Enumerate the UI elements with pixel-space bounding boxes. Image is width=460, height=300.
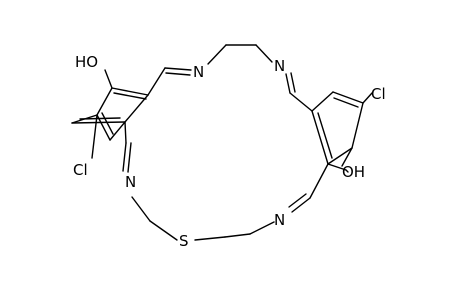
thioether-bridge-bond [249, 221, 275, 235]
imine-bottom-right-double-bond [288, 193, 307, 208]
left-cl-bond [91, 114, 98, 159]
nitrogen-label-top-right: N [274, 57, 285, 75]
right-ring-bond [311, 110, 329, 165]
hydroxyl-label-left: HO [75, 53, 98, 71]
thioether-bridge-bond [224, 233, 251, 238]
thioether-bridge-bond [131, 196, 151, 222]
sulfur-label: S [179, 232, 189, 250]
thioether-bridge-bond [194, 236, 226, 241]
right-cl-bond [362, 92, 373, 104]
right-ring-double-bond [333, 97, 359, 108]
imine-bottom-left-double-bond [127, 142, 132, 173]
hydroxyl-label-right: OH [342, 163, 365, 181]
imine-bottom-left-bond [124, 121, 127, 144]
right-oh-bond [345, 169, 349, 173]
chlorine-label-right: Cl [371, 85, 386, 103]
nitrogen-label-top-left: N [193, 63, 204, 81]
left-ring-double-bond [101, 112, 114, 135]
imine-top-left-bond [147, 67, 166, 96]
nitrogen-label-bottom-right: N [274, 211, 285, 229]
left-ring-bond [124, 94, 149, 123]
left-aromatic-ring [71, 87, 149, 141]
right-ring-bond [341, 147, 353, 167]
left-oh-bond [104, 69, 113, 89]
imine-bottom-left-double-bond [122, 142, 127, 172]
left-ring-double-bond [113, 92, 147, 100]
right-ring-bond [327, 147, 353, 165]
imine-bottom-right-double-bond [291, 197, 311, 213]
left-ring-bond [109, 121, 126, 141]
nitrogen-label-bottom-left: N [125, 173, 136, 191]
right-ring-double-bond [317, 112, 333, 159]
imine-top-right-double-bond [285, 73, 291, 94]
imine-bottom-right-bond [309, 163, 329, 199]
atom-labels: HO Cl N N Cl OH N N S [73, 53, 386, 250]
right-ring-bond [311, 91, 334, 112]
left-ring-bond [96, 114, 111, 141]
chlorine-label-left: Cl [73, 161, 88, 179]
ethylene-bridge-top-bond [255, 44, 273, 63]
left-ring-bond [96, 87, 113, 116]
right-ring-bond [351, 102, 364, 149]
left-ring-bond [71, 114, 98, 124]
left-ring-bond [111, 87, 149, 96]
imine-top-left-double-bond [164, 67, 192, 71]
imine-top-right-double-bond [290, 72, 296, 93]
thioether-bridge-bond [149, 220, 178, 241]
right-aromatic-ring [311, 91, 364, 171]
left-ring-bond [71, 121, 126, 124]
right-ring-bond [327, 163, 347, 171]
ethylene-bridge-top-bond [207, 44, 227, 65]
imine-top-left-double-bond [165, 72, 191, 76]
right-ring-bond [332, 91, 364, 104]
imine-top-right-bond [289, 92, 313, 112]
